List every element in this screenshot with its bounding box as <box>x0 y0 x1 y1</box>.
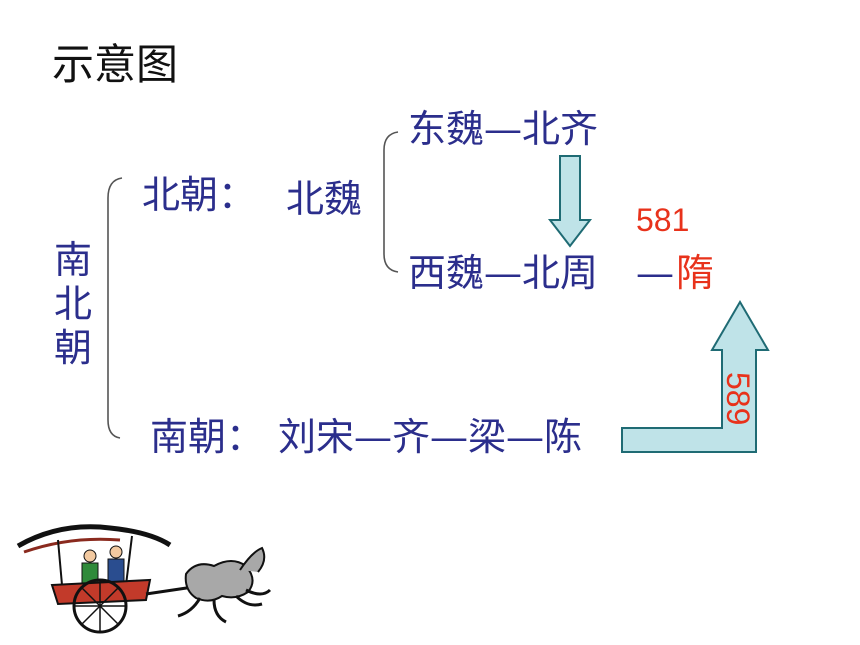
western-wei-northern-zhou-label: 西魏—北周 <box>408 251 599 295</box>
southern-dynasties-sequence: 刘宋—齐—梁—陈 <box>278 415 583 459</box>
down-arrow <box>547 155 593 248</box>
carriage-illustration <box>16 524 272 634</box>
eastern-wei-northern-qi-label: 东魏—北齐 <box>408 107 599 151</box>
southern-dynasties-label: 南朝： <box>150 415 265 459</box>
sui-dash: — <box>636 251 674 295</box>
sui-dynasty-label: 隋 <box>676 251 715 295</box>
unification-arrow <box>621 300 770 453</box>
northern-wei-label: 北魏 <box>286 177 363 221</box>
southern-northern-dynasties-label: 南北朝 <box>53 238 92 370</box>
wei-split-brace <box>383 131 399 273</box>
northern-dynasties-label: 北朝： <box>142 173 257 217</box>
year-589-label: 589 <box>720 372 756 426</box>
slide-title: 示意图 <box>52 40 179 89</box>
outer-brace <box>107 177 123 439</box>
year-581-label: 581 <box>636 202 690 238</box>
